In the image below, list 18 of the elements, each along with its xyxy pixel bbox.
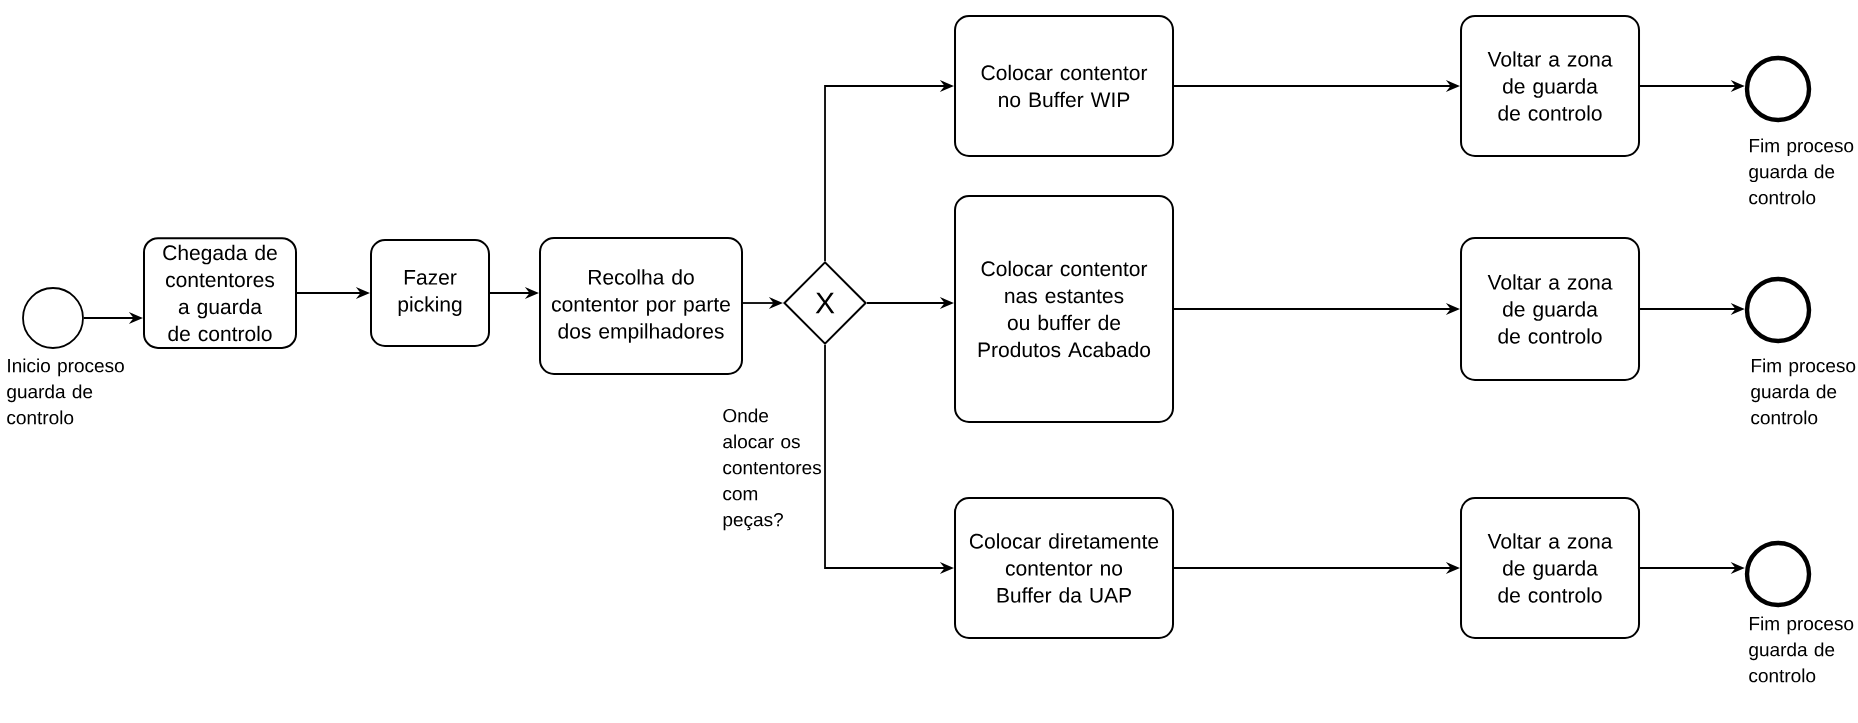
task-box: Fazer picking xyxy=(370,239,490,347)
task-box: Colocar diretamente contentor no Buffer da UAP xyxy=(954,497,1174,639)
task-box: Voltar a zona de guarda de controlo xyxy=(1460,15,1640,157)
end-event-circle xyxy=(1744,276,1812,344)
task-box: Voltar a zona de guarda de controlo xyxy=(1460,237,1640,381)
node-label: Fim proceso guarda de controlo xyxy=(1749,138,1854,205)
end-event-circle xyxy=(1744,55,1812,123)
task-box: Chegada de contentores a guarda de controlo xyxy=(143,237,297,349)
task-box: Voltar a zona de guarda de controlo xyxy=(1460,497,1640,639)
question-label: Onde alocar os contentores com peças? xyxy=(723,408,821,531)
node-label: Inicio proceso guarda de controlo xyxy=(7,358,124,425)
node-label: Fim proceso guarda de controlo xyxy=(1751,358,1856,425)
task-box: Colocar contentor no Buffer WIP xyxy=(954,15,1174,157)
end-event-circle xyxy=(1744,540,1812,608)
task-box: Colocar contentor nas estantes ou buffer de Produtos Acabado xyxy=(954,195,1174,423)
start-event-circle xyxy=(22,287,84,349)
node-label: Fim proceso guarda de controlo xyxy=(1749,616,1854,683)
task-box: Recolha do contentor por parte dos empilhadores xyxy=(539,237,743,375)
